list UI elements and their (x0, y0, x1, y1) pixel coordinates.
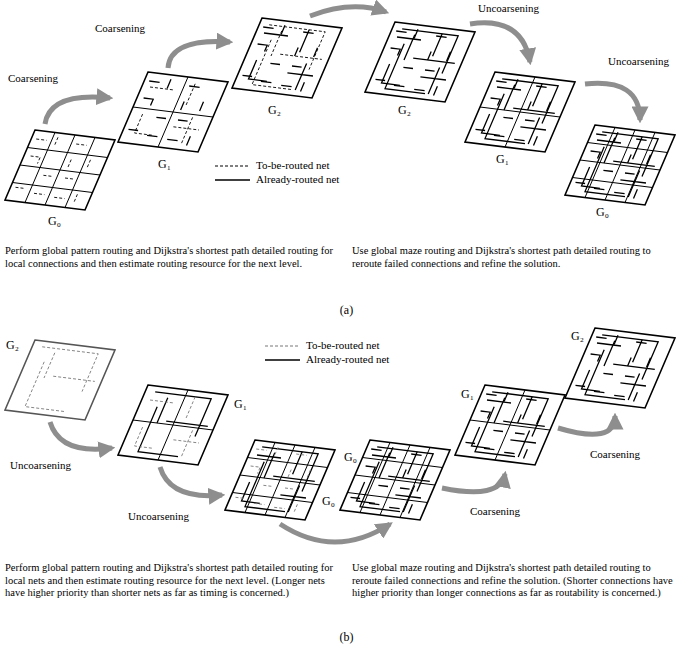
legend-text: Already-routed net (256, 173, 339, 186)
legend-text: Already-routed net (306, 353, 389, 366)
legend-sample (265, 359, 300, 360)
grid-label: G₂ (6, 338, 19, 352)
legend-sample (215, 179, 250, 180)
grid-label: G₀ (596, 205, 609, 219)
level-arrow (50, 416, 615, 542)
panel-caption: (a) (3, 303, 687, 317)
grid-plane (455, 385, 565, 465)
grid-label: G₁ (234, 397, 247, 411)
grid-label: G₂ (268, 103, 281, 117)
arrow-label: Coarsening (95, 22, 145, 35)
grid-plane (5, 130, 115, 210)
description: Perform global pattern routing and Dijks… (5, 245, 335, 270)
arrow-label: Coarsening (8, 72, 58, 85)
legend-text: To-be-routed net (306, 339, 379, 352)
legend-sample (265, 346, 300, 347)
description: Use global maze routing and Dijkstra's s… (352, 562, 682, 600)
grid-plane (5, 340, 115, 420)
panel-caption: (b) (3, 630, 687, 644)
grid-label: G₀ (344, 450, 357, 464)
grid-label: G₁ (496, 152, 509, 166)
grid-plane (118, 72, 228, 152)
grid-plane (565, 125, 675, 205)
level-arrow (45, 7, 640, 124)
arrow-label: Uncoarsening (10, 459, 71, 472)
arrow-label: Uncoarsening (478, 2, 539, 15)
grid-plane (565, 328, 675, 408)
grid-plane (225, 440, 335, 520)
grid-plane (118, 385, 228, 465)
grid-plane (365, 22, 475, 102)
grid-label: G₂ (398, 103, 411, 117)
arrow-label: Uncoarsening (128, 510, 189, 523)
grid-label: G₁ (461, 387, 474, 401)
description: Perform global pattern routing and Dijks… (5, 562, 335, 600)
grid-label: G₂ (571, 329, 584, 343)
arrow-label: Uncoarsening (608, 55, 669, 68)
grid-plane (232, 18, 342, 98)
description: Use global maze routing and Dijkstra's s… (352, 245, 682, 270)
grid-label: G₀ (48, 214, 61, 228)
legend-text: To-be-routed net (256, 159, 329, 172)
grid-label: G₁ (158, 157, 171, 171)
arrow-label: Coarsening (590, 448, 640, 461)
arrow-label: Coarsening (470, 505, 520, 518)
grid-plane (340, 440, 450, 520)
grid-label: G₀ (322, 494, 335, 508)
legend-sample (215, 166, 250, 167)
grid-plane (465, 72, 575, 152)
